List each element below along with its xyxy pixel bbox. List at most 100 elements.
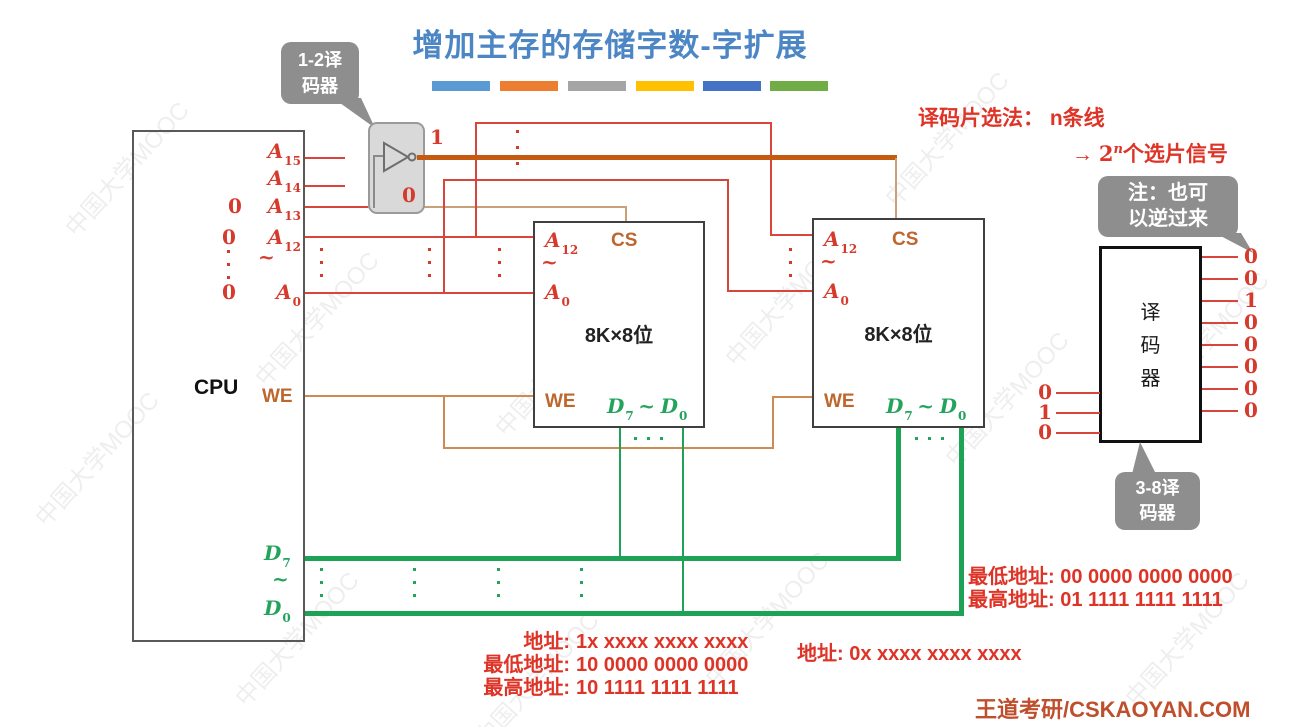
- note-callout-tail: [1215, 233, 1253, 253]
- decoder38-callout-tail: [1132, 442, 1156, 474]
- decoder12-callout-line1: 1-2译: [297, 50, 342, 70]
- wire-d7-chip2: [896, 428, 901, 561]
- cpu-pin-a13: A13: [267, 194, 301, 223]
- decoder38-char1: 译: [1140, 302, 1161, 324]
- cpu-pin-tilde: ~: [258, 245, 275, 269]
- wire-we-under-run: [443, 447, 774, 449]
- chip1-address: 地址:1x xxxx xxxx xxxx: [523, 631, 749, 653]
- note-callout: 注：也可 以逆过来: [1098, 176, 1238, 237]
- chip2-capacity: 8K×8位: [864, 324, 933, 346]
- decoder-input-value: 0: [1038, 420, 1052, 444]
- wire-a13: [305, 206, 368, 208]
- cpu-pin-we: WE: [262, 386, 293, 407]
- decoder-output-line: [1202, 366, 1238, 368]
- chip2-pin-we: WE: [824, 391, 855, 412]
- memory-chip-1: A12 ~ A0 CS 8K×8位 WE D7 ~ D0: [533, 221, 705, 428]
- accent-bar-2: [500, 81, 558, 91]
- wire-d0-chip1: [682, 428, 684, 613]
- accent-bar-5: [703, 81, 761, 91]
- wire-a12-down-chip2: [770, 122, 772, 236]
- gate-input-wire-v: [373, 156, 375, 208]
- decoder-output-value: 0: [1244, 376, 1258, 400]
- decoder38-label: 译 码 器: [1102, 297, 1199, 396]
- gate-output-low-label: 0: [402, 183, 416, 207]
- memory-chip-2: A12 ~ A0 CS 8K×8位 WE D7 ~ D0: [812, 218, 985, 428]
- wire-a12-into-chip2: [770, 234, 812, 236]
- decoder-output-value: 0: [1244, 244, 1258, 268]
- decoder-output-line: [1202, 410, 1238, 412]
- decode-select-nlines: n条线: [1049, 107, 1105, 130]
- bus-ellipsis-dots: [789, 248, 792, 286]
- chip2-pin-cs: CS: [892, 229, 919, 250]
- wire-a14-stub: [305, 185, 345, 187]
- decoder-input-line: [1056, 392, 1100, 394]
- cpu-pin-a15: A15: [267, 139, 301, 168]
- pow-rest: 个选片信号: [1122, 143, 1228, 166]
- arrow-right-icon: →: [1072, 143, 1093, 166]
- gate-output-high-label: 1: [430, 125, 444, 149]
- decoder-output-value: 0: [1244, 310, 1258, 334]
- chip1-pin-cs: CS: [611, 230, 638, 251]
- chip2-data-ellipsis-dots: [915, 437, 951, 440]
- decoder-output-value: 0: [1244, 332, 1258, 356]
- bus-ellipsis-dots: [428, 248, 431, 286]
- chip1-pin-a0: A0: [545, 280, 570, 309]
- decoder-input-line: [1056, 412, 1100, 414]
- chip2-highest-address: 最高地址: 01 1111 1111 1111: [968, 589, 1223, 611]
- decoder-output-value: 1: [1244, 288, 1258, 312]
- cpu-pin-a14: A14: [267, 166, 301, 195]
- accent-bar-1: [432, 81, 490, 91]
- decoder12-box: [368, 122, 425, 214]
- chip2-address-range: 最低地址: 00 0000 0000 0000 最高地址: 01 1111 11…: [968, 566, 1233, 612]
- chip2-lowest-address: 最低地址: 00 0000 0000 0000: [968, 566, 1233, 588]
- chip2-pin-a0: A0: [824, 279, 849, 308]
- wire-cs1-drop: [625, 206, 627, 222]
- wire-d0-chip2: [959, 428, 964, 616]
- wire-d7-bus: [305, 556, 900, 561]
- wire-we-branch-down: [443, 395, 445, 449]
- bus-ellipsis-dots: [320, 248, 323, 286]
- wire-a0-down-chip2: [727, 179, 729, 292]
- cpu-pin-a12: A12: [267, 225, 301, 254]
- not-gate-icon: [383, 141, 417, 173]
- cpu-label: CPU: [194, 376, 239, 399]
- cpu-pin-d0: D0: [264, 596, 291, 625]
- gate-input-wire-h: [373, 155, 385, 157]
- wire-a12-top-run: [475, 122, 772, 124]
- decoder-input-value: 1: [1038, 400, 1052, 424]
- pow-base: 2: [1098, 141, 1114, 166]
- decoder-output-line: [1202, 322, 1238, 324]
- chip1-pin-d7d0: D7 ~ D0: [607, 394, 688, 423]
- wire-d0-bus: [305, 611, 964, 616]
- chip2-pin-a12: A12: [824, 227, 858, 256]
- cpu-pin-d-tilde: ~: [272, 567, 289, 591]
- data-bus-ellipsis-dots: [497, 568, 500, 606]
- chip1-pin-a12: A12: [545, 228, 579, 257]
- decoder-output-line: [1202, 256, 1238, 258]
- cpu-pin-a0: A0: [276, 280, 301, 309]
- wire-a0-top-run: [443, 179, 729, 181]
- wire-d7-chip1: [619, 428, 621, 558]
- decoder-output-line: [1202, 344, 1238, 346]
- bus-ellipsis-dots: [498, 248, 501, 286]
- wire-a13-to-cs1: [368, 206, 627, 208]
- decoder-output-value: 0: [1244, 354, 1258, 378]
- decoder-output-line: [1202, 300, 1238, 302]
- cpu-addr-ellipsis-dots: [227, 250, 230, 286]
- cpu-pin-d7: D7: [264, 541, 291, 570]
- decode-select-note: 译码片选法： n条线: [918, 102, 1105, 132]
- page-title: 增加主存的存储字数-字扩展: [412, 28, 808, 63]
- decoder12-callout-line2: 码器: [302, 76, 338, 96]
- decoder-input-value: 0: [1038, 380, 1052, 404]
- wire-we-chip1: [305, 395, 533, 397]
- accent-bar-3: [568, 81, 626, 91]
- chip1-highest-address: 最高地址:10 1111 1111 1111: [483, 677, 739, 699]
- accent-bar-6: [770, 81, 828, 91]
- data-bus-ellipsis-dots: [580, 568, 583, 606]
- decoder-output-line: [1202, 388, 1238, 390]
- chip1-data-ellipsis-dots: [634, 437, 670, 440]
- wire-a0-into-chip2: [727, 290, 812, 292]
- accent-bar-4: [636, 81, 694, 91]
- chip1-capacity: 8K×8位: [584, 325, 654, 347]
- decoder38-callout-line1: 3-8译: [1135, 478, 1180, 498]
